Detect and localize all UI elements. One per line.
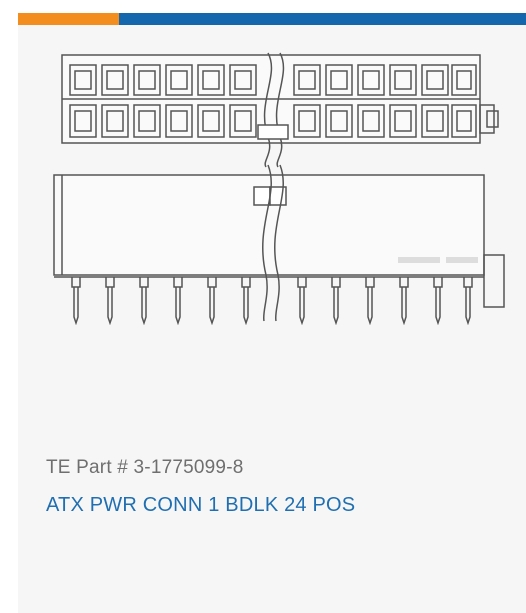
card-accent-bar xyxy=(18,13,526,25)
connector-drawing-icon[interactable] xyxy=(18,25,526,326)
part-number: TE Part # 3-1775099-8 xyxy=(46,457,244,478)
product-card[interactable]: TE Part # 3-1775099-8 ATX PWR CONN 1 BDL… xyxy=(18,13,526,613)
accent-bar-blue xyxy=(119,13,526,25)
part-description-link[interactable]: ATX PWR CONN 1 BDLK 24 POS xyxy=(46,494,356,516)
accent-bar-orange xyxy=(18,13,119,25)
